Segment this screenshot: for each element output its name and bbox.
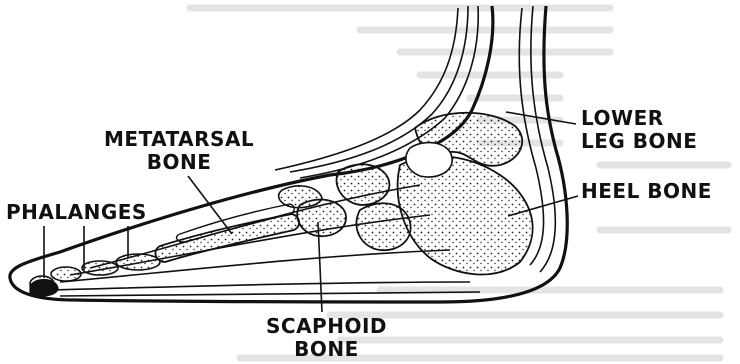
toe-tip: [30, 279, 58, 296]
metatarsal-bone-label: METATARSAL BONE: [104, 128, 254, 174]
lower-leg-bone-label-line2: LEG BONE: [581, 130, 697, 153]
phalanges-label-line1: PHALANGES: [6, 201, 147, 224]
metatarsal-bone-label-line2: BONE: [104, 151, 254, 174]
heel-bone-label: HEEL BONE: [581, 180, 712, 203]
heel-bone-label-line1: HEEL BONE: [581, 180, 712, 203]
phalanges-label: PHALANGES: [6, 201, 147, 224]
scaphoid-bone-label-line1: SCAPHOID: [266, 315, 387, 338]
scaphoid-bone-label-line2: BONE: [266, 338, 387, 361]
navicular-shape: [337, 164, 390, 205]
metatarsal-bone-label-line1: METATARSAL: [104, 128, 254, 151]
scaphoid-bone-label: SCAPHOID BONE: [266, 315, 387, 361]
cuboid-shape: [356, 203, 410, 250]
lower-leg-bone-label: LOWER LEG BONE: [581, 107, 697, 153]
talus-hole: [406, 143, 452, 177]
lower-leg-bone-label-line1: LOWER: [581, 107, 697, 130]
